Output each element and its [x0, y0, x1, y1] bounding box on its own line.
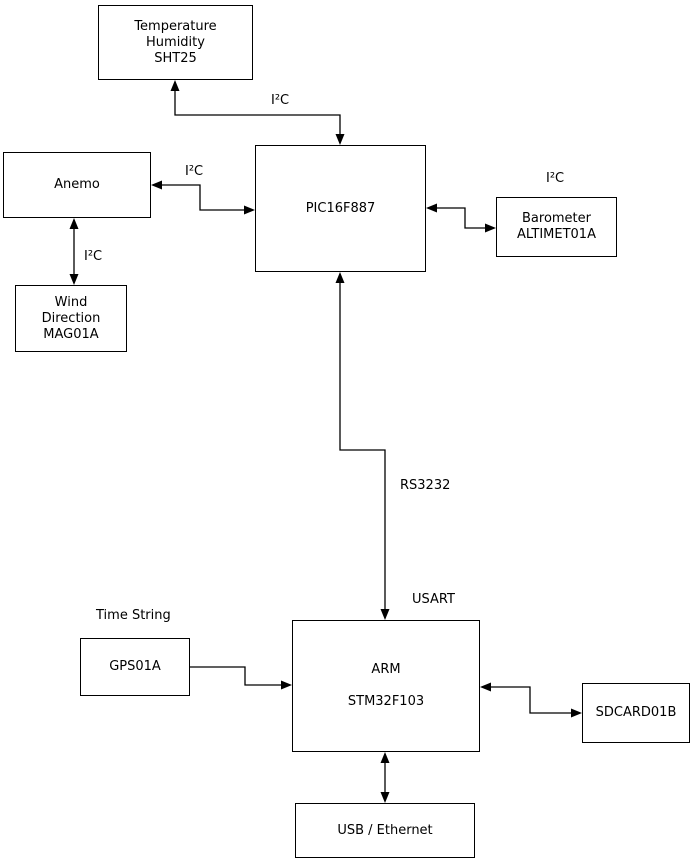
node-label-line: MAG01A — [43, 326, 99, 342]
node-sdcard01b: SDCARD01B — [582, 683, 690, 743]
arrowhead-right — [244, 205, 255, 215]
arrowhead-right — [571, 708, 582, 718]
node-barometer-altimet01a: Barometer ALTIMET01A — [496, 197, 617, 257]
arrowhead-up — [335, 272, 345, 283]
node-anemo: Anemo — [3, 152, 151, 218]
connector-arm-usb — [380, 752, 390, 803]
arrowhead-left — [151, 180, 162, 190]
connector-gps-arm — [190, 666, 292, 690]
arrowhead-down — [69, 274, 79, 285]
node-wind-direction-mag01a: Wind Direction MAG01A — [15, 285, 127, 352]
edge-label-i2c-wind-direction: I²C — [84, 249, 103, 265]
node-temperature-humidity-sht25: Temperature Humidity SHT25 — [98, 5, 253, 80]
node-label-line: USB / Ethernet — [337, 822, 433, 838]
edge-label-time-string: Time String — [96, 608, 171, 624]
node-label-line: Humidity — [146, 34, 205, 50]
connector-pic-barometer — [426, 203, 496, 233]
node-label-line: PIC16F887 — [305, 200, 376, 216]
arrowhead-right — [485, 223, 496, 233]
connector-anemo-pic — [151, 180, 255, 215]
node-label-line: Anemo — [54, 177, 100, 192]
arrowhead-down — [335, 134, 345, 145]
node-label-line: Direction — [41, 310, 101, 326]
node-label-line: ARM — [371, 662, 401, 677]
node-label-line: SHT25 — [154, 50, 197, 66]
arrowhead-up — [380, 752, 390, 763]
node-arm-stm32f103: ARM STM32F103 — [292, 620, 480, 752]
arrowhead-left — [426, 203, 437, 213]
edge-label-usart: USART — [412, 592, 455, 608]
node-label-line: GPS01A — [109, 659, 161, 674]
node-label-line: Barometer — [522, 211, 591, 226]
node-label-line: ALTIMET01A — [517, 227, 596, 242]
node-label-line: STM32F103 — [347, 694, 425, 709]
arrowhead-right — [281, 680, 292, 690]
connector-pic-sht25 — [170, 80, 345, 145]
node-label-line: Temperature — [134, 18, 217, 34]
node-usb-ethernet: USB / Ethernet — [295, 803, 475, 858]
arrowhead-left — [480, 682, 491, 692]
connector-arm-sdcard — [480, 682, 582, 718]
connector-anemo-wind-direction — [69, 218, 79, 285]
edge-label-rs3232: RS3232 — [400, 478, 451, 494]
node-pic16f887: PIC16F887 — [255, 145, 426, 272]
arrowhead-down — [380, 792, 390, 803]
node-gps01a: GPS01A — [80, 638, 190, 696]
node-label-line: SDCARD01B — [595, 705, 677, 720]
node-label-line: Wind — [54, 294, 88, 310]
arrowhead-up — [69, 218, 79, 229]
edge-label-i2c-sht25: I²C — [271, 93, 290, 109]
edge-label-i2c-barometer: I²C — [546, 171, 565, 187]
connector-pic-arm — [335, 272, 390, 620]
edge-label-i2c-anemo: I²C — [185, 164, 204, 180]
arrowhead-up — [170, 80, 180, 91]
arrowhead-down — [380, 609, 390, 620]
